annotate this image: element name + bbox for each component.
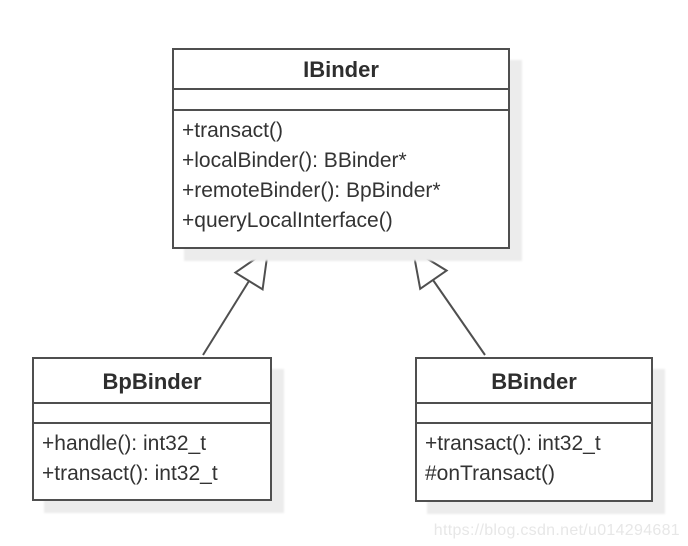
attributes-compartment-bbinder bbox=[417, 404, 651, 424]
class-box-bbinder: BBinder +transact(): int32_t #onTransact… bbox=[415, 357, 653, 502]
class-name-bbinder: BBinder bbox=[417, 359, 651, 404]
attributes-compartment-ibinder bbox=[174, 90, 508, 111]
class-name-bpbinder: BpBinder bbox=[34, 359, 270, 404]
csdn-watermark: https://blog.csdn.net/u014294681 bbox=[433, 522, 680, 539]
methods-compartment-bpbinder: +handle(): int32_t +transact(): int32_t bbox=[34, 424, 270, 494]
class-name-ibinder: IBinder bbox=[174, 50, 508, 90]
class-box-bpbinder: BpBinder +handle(): int32_t +transact():… bbox=[32, 357, 272, 501]
methods-compartment-bbinder: +transact(): int32_t #onTransact() bbox=[417, 424, 651, 494]
generalization-arrow-bpbinder-to-ibinder bbox=[202, 247, 270, 356]
method-line: +transact(): int32_t bbox=[42, 462, 218, 485]
method-line: +handle(): int32_t bbox=[42, 432, 207, 455]
method-line: +queryLocalInterface() bbox=[182, 209, 393, 232]
method-line: #onTransact() bbox=[425, 462, 555, 485]
generalization-arrow-bbinder-to-ibinder bbox=[411, 247, 486, 356]
method-line: +remoteBinder(): BpBinder* bbox=[182, 179, 441, 202]
method-line: +transact() bbox=[182, 119, 283, 142]
method-line: +transact(): int32_t bbox=[425, 432, 601, 455]
methods-compartment-ibinder: +transact() +localBinder(): BBinder* +re… bbox=[174, 111, 508, 241]
method-line: +localBinder(): BBinder* bbox=[182, 149, 407, 172]
attributes-compartment-bpbinder bbox=[34, 404, 270, 424]
class-box-ibinder: IBinder +transact() +localBinder(): BBin… bbox=[172, 48, 510, 249]
